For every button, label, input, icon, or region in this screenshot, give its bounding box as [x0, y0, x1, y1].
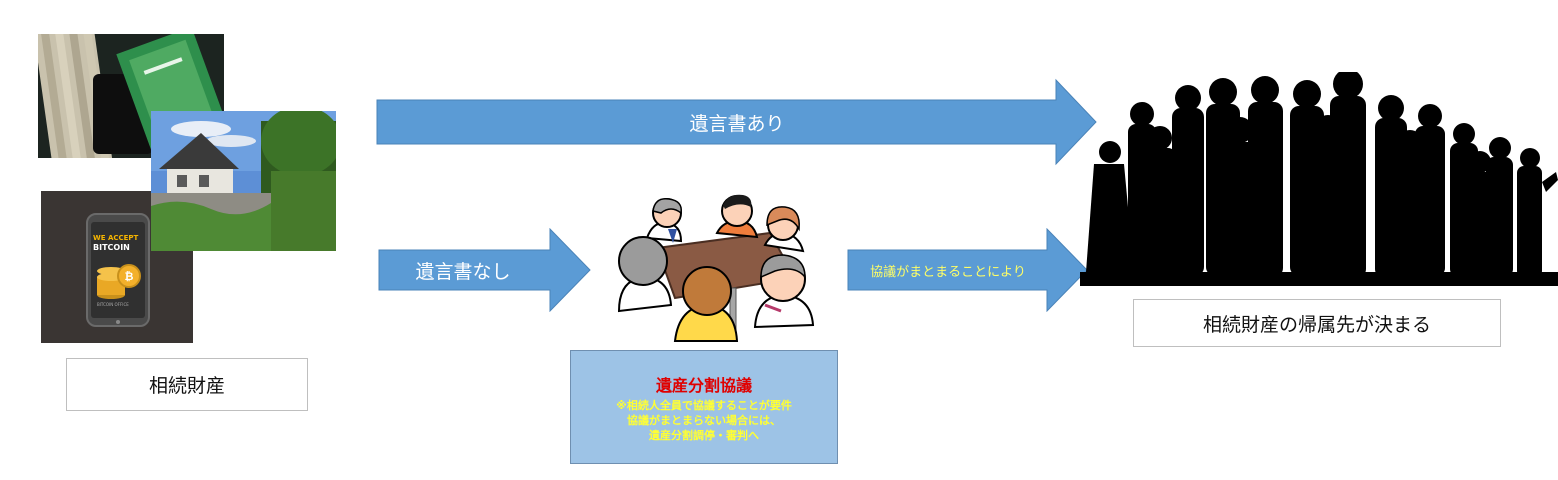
council-title: 遺産分割協議: [655, 375, 752, 395]
person-front-right-icon: [753, 254, 815, 329]
arrow-by-agreement: [847, 228, 1088, 312]
assets-label: 相続財産: [66, 358, 308, 411]
council-note-line: ※相続人全員で協議することが要件: [616, 398, 792, 412]
phone-line1: WE ACCEPT: [93, 234, 139, 242]
person-back-right-icon: [763, 206, 805, 253]
house-photo: [151, 111, 336, 251]
arrow-with-will: [376, 78, 1097, 166]
person-back-center-icon: [715, 194, 759, 239]
phone-icon: ₿: [86, 213, 150, 327]
arrow-by-agreement-label: 協議がまとまることにより: [870, 264, 1026, 280]
arrow-without-will: [378, 228, 591, 312]
phone-footer: BITCOIN OFFICE: [97, 302, 129, 307]
arrow-with-will-label: 遺言書あり: [689, 112, 785, 135]
svg-text:₿: ₿: [125, 270, 134, 283]
coin-stack-icon: ₿: [97, 264, 141, 299]
crowd-silhouette: [1080, 72, 1558, 286]
meeting-illustration: [617, 194, 815, 342]
arrow-without-will-label: 遺言書なし: [415, 260, 511, 283]
person-back-left-icon: [645, 198, 683, 243]
outcome-label: 相続財産の帰属先が決まる: [1133, 299, 1501, 347]
person-front-center-icon: [673, 266, 739, 342]
council-note-line: 遺産分割調停・審判へ: [649, 428, 759, 442]
person-front-left-icon: [617, 236, 673, 313]
phone-line2: BITCOIN: [93, 243, 130, 252]
estate-division-council-box: 遺産分割協議 ※相続人全員で協議することが要件 協議がまとまらない場合には、 遺…: [570, 350, 838, 464]
council-note-line: 協議がまとまらない場合には、: [627, 413, 781, 427]
